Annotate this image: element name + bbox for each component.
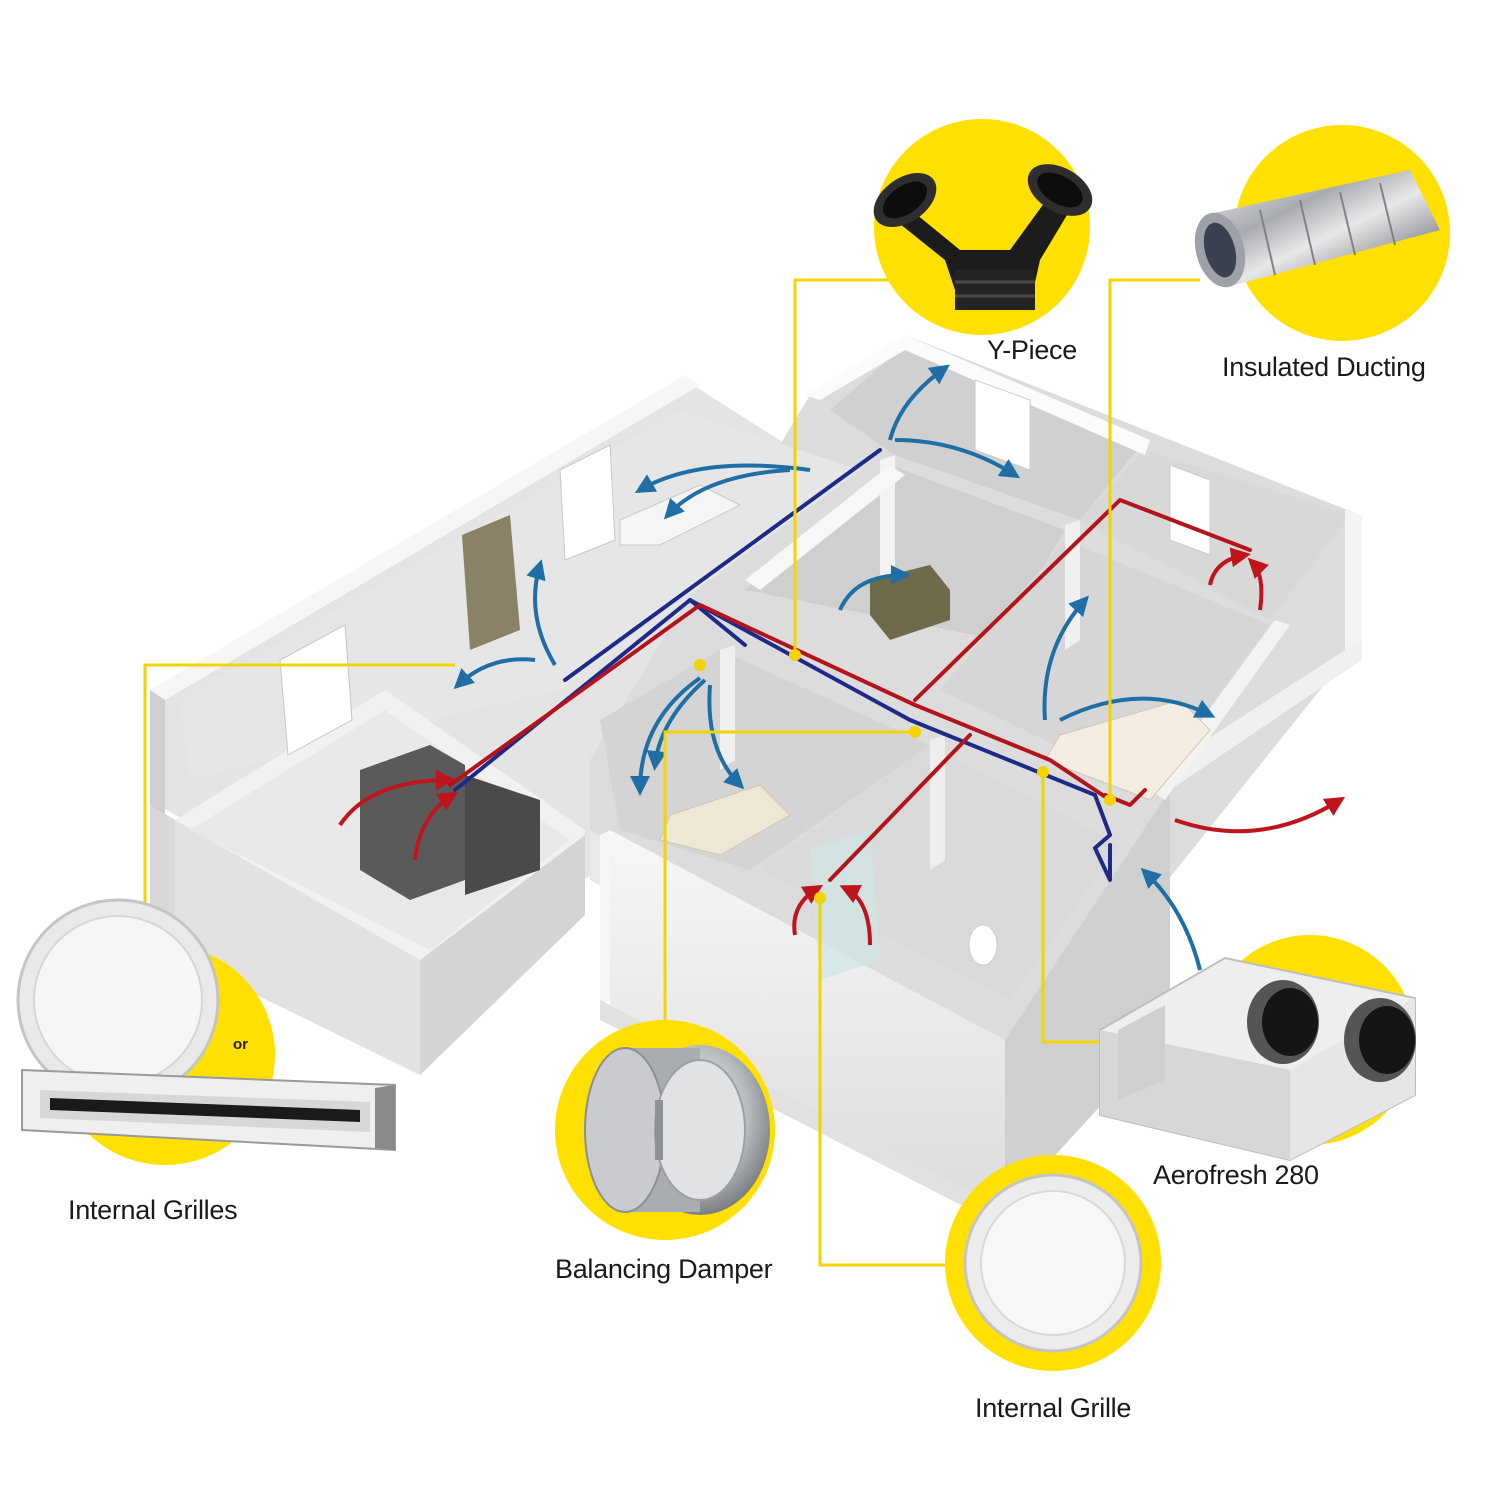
round-grille-icon [18,900,218,1100]
balancing-damper-callout [555,1020,775,1240]
round-grille-icon [965,1175,1141,1351]
leader-dot [694,659,706,671]
linear-grille-icon [22,1070,395,1150]
aerofresh-label: Aerofresh 280 [1153,1160,1319,1191]
balancing-damper-label: Balancing Damper [555,1254,772,1285]
balancing-damper-icon [585,1045,770,1215]
insulated-ducting-label: Insulated Ducting [1222,352,1426,383]
internal-grilles-label: Internal Grilles [68,1195,237,1226]
y-piece-label: Y-Piece [987,335,1077,366]
leader-dot [814,892,826,904]
internal-grille-label: Internal Grille [975,1393,1131,1424]
leader-dot [1037,766,1049,778]
leader-dot [909,726,921,738]
insulated-ducting-callout [1187,125,1450,341]
y-piece-callout [864,119,1102,335]
internal-grille-callout [945,1155,1161,1371]
or-label: or [233,1036,248,1053]
leader-dot [1104,794,1116,806]
leader-dot [789,649,801,661]
